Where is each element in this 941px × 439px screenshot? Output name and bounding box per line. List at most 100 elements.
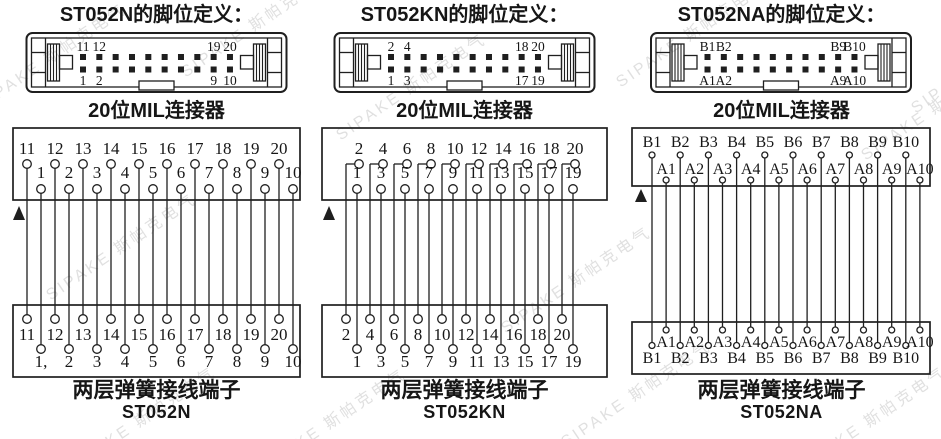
connector-pin	[96, 54, 103, 60]
connector-pin	[502, 66, 509, 73]
top-block-lower-pin-label: 6	[177, 163, 186, 182]
connector-pin-label: 1	[80, 73, 87, 88]
top-block-lower-pin-label: A5	[769, 161, 789, 178]
top-block-upper-pin-label: B10	[892, 134, 919, 151]
bottom-block-lower-pin-label: 8	[233, 352, 242, 371]
bottom-block-lower-pin-label: 5	[401, 352, 410, 371]
connector-pin	[112, 54, 119, 60]
bottom-block-upper-pin-label: 10	[434, 325, 451, 344]
connector-inner-outline	[30, 37, 283, 88]
terminal-circle	[106, 314, 116, 324]
terminal-circle	[260, 344, 270, 354]
terminal-circle	[732, 341, 741, 350]
bottom-block-upper-pin-label: 12	[47, 325, 64, 344]
terminal-circle	[232, 344, 242, 354]
connector-pin-label: 20	[531, 39, 545, 54]
connector-pin	[518, 66, 525, 73]
terminal-circle	[761, 151, 769, 159]
connector-pin	[502, 54, 509, 60]
bottom-block-lower-pin-label: 1,	[35, 352, 48, 371]
terminal-circle	[64, 184, 74, 194]
terminal-circle	[690, 176, 698, 184]
bottom-block-upper-pin-label: 14	[482, 325, 500, 344]
connector-pin	[469, 54, 476, 60]
bottom-block-upper-pin-label: 17	[187, 325, 205, 344]
connector-pin	[194, 54, 201, 60]
top-block-lower-pin-label: A6	[797, 161, 817, 178]
terminal-circle	[274, 314, 284, 324]
model-label: ST052KN	[423, 402, 506, 422]
top-block-upper-pin-label: 15	[131, 139, 148, 158]
connector-pin-label: B2	[716, 39, 732, 54]
terminal-circle	[570, 159, 580, 169]
terminal-circle	[533, 314, 543, 324]
connector-inner-outline	[655, 37, 907, 88]
top-block-upper-pin-label: B9	[868, 134, 887, 151]
connector-pin	[210, 54, 217, 60]
top-block-upper-pin-label: B8	[840, 134, 859, 151]
terminal-circle	[148, 344, 158, 354]
bottom-block-upper-pin-label: B10	[892, 350, 919, 367]
bottom-block-upper-pin-label: B1	[643, 350, 662, 367]
bottom-block-upper-pin-label: B8	[840, 350, 859, 367]
connector-pin	[818, 54, 825, 60]
terminal-circle	[246, 314, 256, 324]
connector-pin	[534, 54, 541, 60]
connector-latch-tab	[366, 54, 382, 70]
terminal-circle	[378, 159, 388, 169]
terminal-circle	[472, 184, 482, 194]
bottom-block-upper-pin-label: 16	[506, 325, 523, 344]
bottom-block-upper-pin-label: B6	[784, 350, 803, 367]
top-block-lower-pin-label: A3	[713, 161, 733, 178]
terminal-circle	[568, 184, 578, 194]
connector-pin	[80, 54, 86, 60]
bottom-block-upper-pin-label: B7	[812, 350, 831, 367]
bottom-block-lower-pin-label: 1	[353, 352, 362, 371]
terminal-circle	[648, 151, 656, 159]
terminal-circle	[648, 341, 656, 350]
terminal-circle	[204, 184, 214, 194]
terminal-circle	[162, 159, 172, 169]
connector-pin-label: 2	[388, 39, 395, 54]
terminal-circle	[50, 159, 60, 169]
top-block-lower-pin-label: 5	[149, 163, 158, 182]
connector-pin-label: B1	[700, 39, 716, 54]
panel-title: ST052NA的脚位定义：	[677, 4, 886, 26]
top-block-lower-pin-label: 11	[469, 163, 485, 182]
connector-latch-tab	[547, 54, 563, 70]
top-block-upper-pin-label: 6	[403, 139, 412, 158]
terminal-circle	[148, 184, 158, 194]
terminal-circle	[557, 314, 567, 324]
terminal-circle	[498, 159, 508, 169]
top-terminal-box	[12, 127, 301, 201]
terminal-circle	[461, 314, 471, 324]
bottom-terminal-box	[631, 321, 931, 375]
terminal-circle	[426, 159, 436, 169]
terminal-circle	[365, 314, 375, 324]
connector-pin-label: 11	[77, 39, 90, 54]
top-block-lower-pin-label: 7	[425, 163, 434, 182]
top-block-upper-pin-label: 2	[355, 139, 364, 158]
terminal-circle	[496, 344, 506, 354]
bottom-block-lower-pin-label: 17	[541, 352, 559, 371]
bottom-block-upper-pin-label: 20	[554, 325, 571, 344]
connector-pin	[226, 54, 233, 60]
terminal-circle	[509, 314, 519, 324]
connector-pin-label: B10	[843, 39, 866, 54]
connector-pin-label: 19	[531, 73, 545, 88]
bottom-block-upper-pin-label: 15	[131, 325, 148, 344]
terminal-circle	[246, 159, 256, 169]
top-block-lower-pin-label: A9	[882, 161, 902, 178]
connector-pin-label: 9	[210, 73, 217, 88]
top-block-lower-pin-label: 8	[233, 163, 242, 182]
connector-pin	[404, 66, 411, 73]
terminal-circle	[704, 151, 713, 159]
top-block-upper-pin-label: 11	[19, 139, 35, 158]
top-block-lower-pin-label: 9	[261, 163, 270, 182]
terminal-circle	[662, 326, 670, 334]
connector-pin	[112, 66, 119, 73]
bottom-block-upper-pin-label: 18	[530, 325, 547, 344]
bottom-terminal-box	[321, 304, 608, 378]
terminal-circle	[448, 184, 458, 194]
